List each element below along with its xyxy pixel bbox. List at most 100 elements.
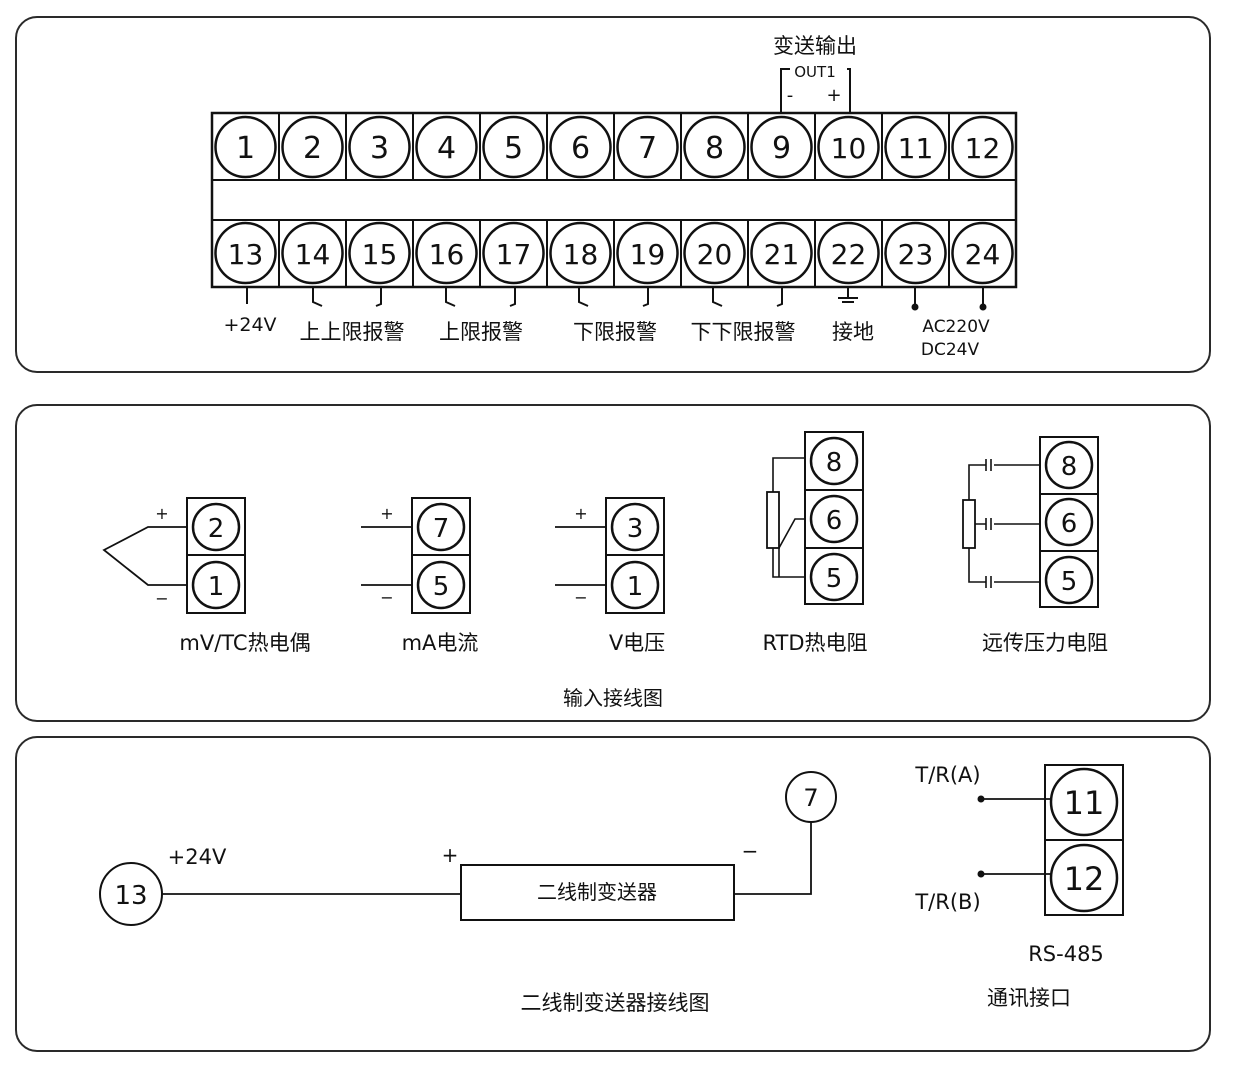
terminal-top-6-label: 6	[571, 131, 590, 166]
wire-minus	[734, 822, 812, 895]
voltage-group: 3 1 + − V电压	[555, 497, 665, 655]
v-minus: −	[574, 588, 587, 607]
tc-minus: −	[155, 589, 168, 608]
terminal-top-5-circle	[482, 115, 545, 179]
transmitter-label: 二线制变送器	[537, 880, 657, 904]
terminal-bottom-22-label: 22	[831, 238, 867, 271]
transmitter-plus: +	[442, 843, 459, 867]
terminal-bottom-23-circle	[884, 221, 947, 285]
terminal-bottom-17-label: 17	[496, 238, 532, 271]
terminal-bottom-23-label: 23	[898, 238, 934, 271]
terminal-top-4-label: 4	[437, 131, 456, 166]
terminal-bottom-16-circle	[415, 221, 478, 285]
terminal-bottom-18-label: 18	[563, 238, 599, 271]
thermocouple-junction	[102, 526, 187, 586]
v-terminal-b-label: 1	[627, 572, 644, 602]
terminal-top-3-label: 3	[370, 131, 389, 166]
terminal-bottom-19-circle	[616, 221, 679, 285]
terminal-top-12-label: 12	[965, 132, 1001, 165]
rtd-terminal-a-label: 8	[826, 448, 843, 478]
comm-terminal-12: 12	[1064, 860, 1105, 898]
terminal-top-9-label: 9	[772, 131, 791, 166]
out1-bracket	[780, 68, 851, 113]
terminal-top-10-circle	[817, 115, 880, 179]
transmitter-wiring-title: 二线制变送器接线图	[521, 991, 710, 1015]
ma-plus: +	[380, 504, 393, 523]
v-terminal-a-label: 3	[627, 514, 644, 544]
terminal-bottom-14-circle	[281, 221, 344, 285]
rtd-caption: RTD热电阻	[762, 631, 867, 655]
terminal-top-10-label: 10	[831, 132, 867, 165]
ma-terminal-a-label: 7	[433, 514, 450, 544]
terminal-bottom-24-circle	[951, 221, 1014, 285]
output-title: 变送输出	[773, 34, 857, 58]
v-caption: V电压	[609, 631, 665, 655]
transmitter-minus: −	[742, 839, 759, 863]
terminal-bottom-21-label: 21	[764, 238, 800, 271]
pressure-caption: 远传压力电阻	[982, 631, 1108, 655]
terminal-top-11-label: 11	[898, 132, 934, 165]
terminal-bottom-15-circle	[348, 221, 411, 285]
terminal-bottom-17-circle	[482, 221, 545, 285]
tc-terminal-b	[191, 560, 241, 610]
terminal-7-circle	[785, 771, 837, 823]
terminal-bottom-20-circle	[683, 221, 746, 285]
terminal-bottom-16-label: 16	[429, 238, 465, 271]
terminal-13-label: 13	[114, 881, 147, 911]
terminal-top-3-circle	[348, 115, 411, 179]
terminal-bottom-15-label: 15	[362, 238, 398, 271]
label-ground: 接地	[832, 320, 874, 344]
terminal-top-6-circle	[549, 115, 612, 179]
terminal-top-7-label: 7	[638, 131, 657, 166]
label-power-ac: AC220V	[922, 317, 990, 337]
rtd-terminal-c-label: 5	[826, 564, 843, 594]
terminal-bottom-13-label: 13	[228, 238, 264, 271]
ma-caption: mA电流	[402, 631, 479, 655]
label-power-dc: DC24V	[921, 340, 980, 360]
terminal-bottom-19-label: 19	[630, 238, 666, 271]
rtd-terminal-b-label: 6	[826, 506, 843, 536]
terminal-top-12-circle	[951, 115, 1014, 179]
thermocouple-group: 2 1 + − mV/TC热电偶	[102, 497, 311, 655]
terminal-bottom-20-label: 20	[697, 238, 733, 271]
tc-plus: +	[155, 504, 168, 523]
terminal-bottom-21-circle	[750, 221, 813, 285]
label-upper-alarm: 上限报警	[439, 320, 523, 344]
rtd-group: 8 6 5 RTD热电阻	[762, 431, 868, 655]
label-plus24v: +24V	[223, 314, 276, 336]
terminal-23-dot	[911, 303, 919, 311]
tr-a-label: T/R(A)	[914, 763, 980, 787]
bottom-plus24v: +24V	[168, 845, 227, 869]
tc-caption: mV/TC热电偶	[179, 631, 310, 655]
terminal-bottom-22-circle	[817, 221, 880, 285]
terminal-bottom-13-circle	[214, 221, 277, 285]
terminal-top-9-circle	[750, 115, 813, 179]
terminal-top-1-label: 1	[236, 131, 255, 166]
rtd-resistor	[766, 491, 780, 549]
terminal-top-2-label: 2	[303, 131, 322, 166]
label-upper-upper-alarm: 上上限报警	[300, 320, 405, 344]
pr-terminal-a-label: 8	[1061, 452, 1078, 482]
transmitter-box	[460, 864, 735, 921]
out1-plus: +	[826, 85, 841, 106]
out1-minus: -	[787, 85, 794, 106]
terminal-7-label: 7	[803, 784, 818, 812]
pressure-resistor	[962, 499, 976, 549]
terminal-24-dot	[979, 303, 987, 311]
ma-terminal-b-label: 5	[433, 572, 450, 602]
terminal-top-5-label: 5	[504, 131, 523, 166]
terminal-top-4-circle	[415, 115, 478, 179]
terminal-top-1-circle	[214, 115, 277, 179]
terminal-bottom-24-label: 24	[965, 238, 1001, 271]
terminal-bottom-18-circle	[549, 221, 612, 285]
out1-label: OUT1	[794, 63, 836, 81]
tc-terminal-a	[191, 502, 241, 552]
alarm-leads	[246, 287, 984, 307]
rs485-label: RS-485	[1028, 942, 1104, 966]
terminal-top-8-label: 8	[705, 131, 724, 166]
input-wiring-title: 输入接线图	[563, 686, 663, 710]
terminal-top-7-circle	[616, 115, 679, 179]
ma-minus: −	[380, 588, 393, 607]
